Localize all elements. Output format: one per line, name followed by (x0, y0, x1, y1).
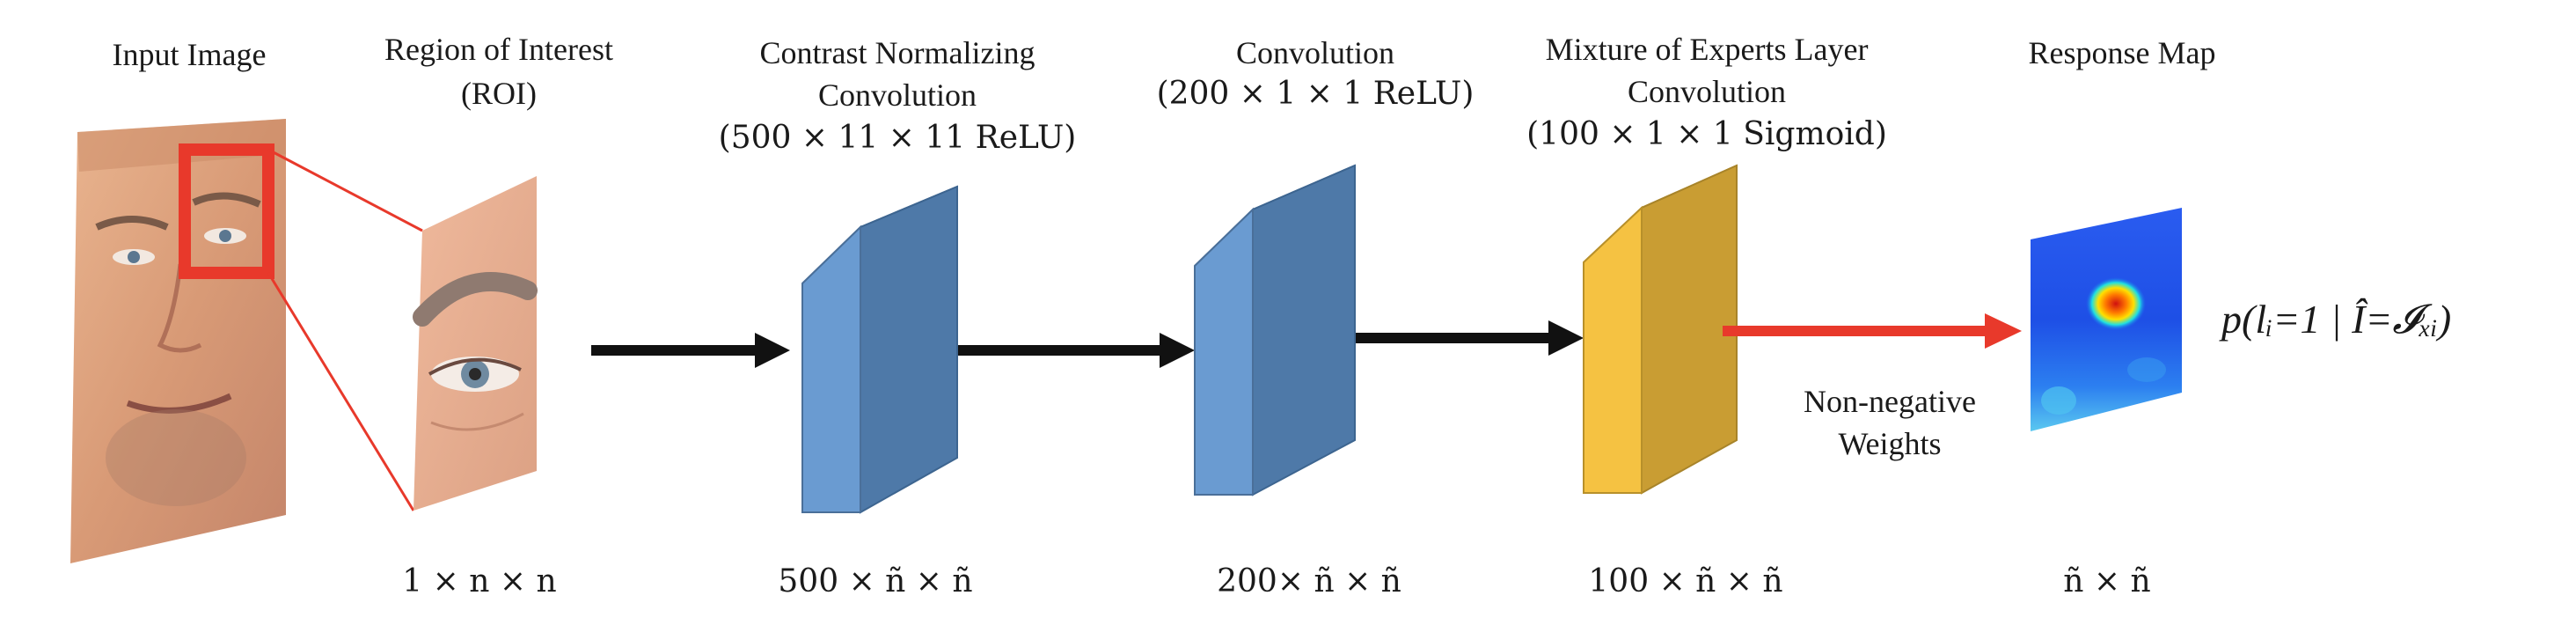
arrow-contrast-to-conv (933, 333, 1195, 368)
roi-dims: 1 × n × n (402, 563, 556, 599)
contrast-dims: 500 × ñ × ñ (778, 563, 972, 599)
moe-dims: 100 × ñ × ñ (1588, 563, 1782, 599)
roi-title-line1: Region of Interest (384, 32, 613, 67)
contrast-title-line3: (500 × 11 × 11 ReLU) (719, 120, 1077, 156)
arrow-moe-to-response (1723, 313, 2022, 349)
input-image-title: Input Image (113, 37, 267, 72)
contrast-title-line2: Convolution (818, 77, 977, 113)
moe-title-line1: Mixture of Experts Layer (1546, 32, 1869, 67)
probability-equation: p(lᵢ=1 | Î=𝓘ₓᵢ) (2219, 297, 2451, 342)
conv-dims: 200× ñ × ñ (1217, 563, 1401, 599)
conv-block (1194, 164, 1356, 496)
roi-title-line2: (ROI) (461, 76, 537, 111)
roi-connector-bottom (267, 272, 415, 511)
input-face-image (70, 119, 286, 563)
arrow-conv-to-moe (1325, 320, 1584, 356)
conv-title-line2: (200 × 1 × 1 ReLU) (1157, 76, 1475, 112)
response-heatmap (2031, 208, 2182, 431)
arrow-roi-to-contrast (591, 333, 790, 368)
response-dims: ñ × ñ (2063, 563, 2150, 599)
edge-label-line1: Non-negative (1804, 384, 1976, 419)
roi-crop-image (413, 176, 538, 511)
contrast-title-line1: Contrast Normalizing (760, 35, 1036, 70)
conv-title-line1: Convolution (1236, 35, 1394, 70)
roi-connector-top (267, 148, 423, 232)
contrast-conv-block (801, 185, 958, 514)
moe-title-line2: Convolution (1628, 74, 1786, 109)
response-map-title: Response Map (2029, 35, 2216, 70)
moe-block (1583, 164, 1738, 495)
roi-highlight-box (179, 143, 274, 279)
moe-title-line3: (100 × 1 × 1 Sigmoid) (1526, 116, 1887, 152)
edge-label-line2: Weights (1838, 426, 1941, 461)
